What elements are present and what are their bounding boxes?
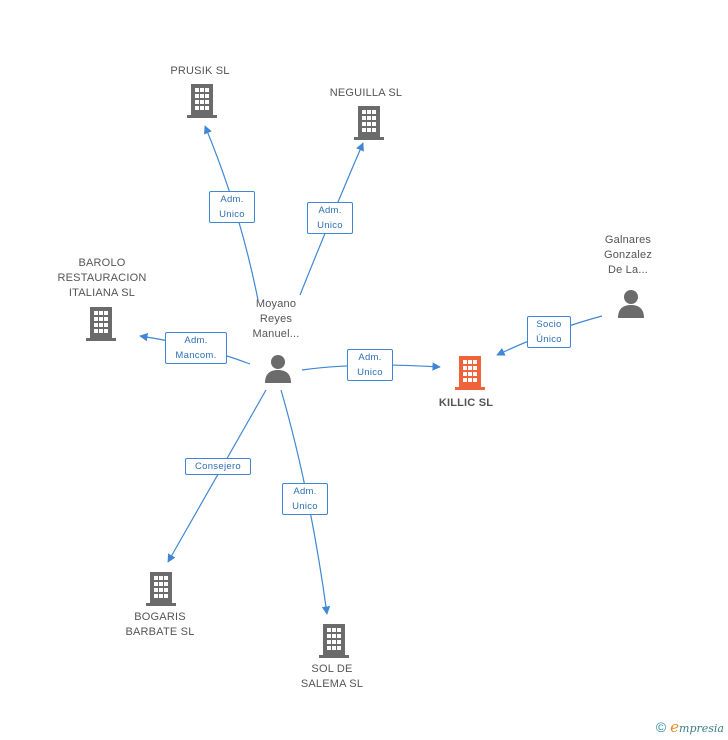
label-line: De La... — [607, 264, 649, 276]
node-label-sol[interactable]: SOL DE SALEMA SL — [282, 662, 382, 692]
building-icon-neguilla — [354, 106, 384, 140]
label-line: Adm. — [318, 205, 342, 216]
label-line: BOGARIS — [134, 611, 186, 623]
edge-label-moyano-bogaris: Consejero — [185, 458, 251, 475]
label-line: ITALIANA SL — [68, 287, 136, 299]
edge-label-moyano-killic: Adm. Unico — [347, 349, 393, 381]
building-icon-prusik — [187, 84, 217, 118]
label-line: Moyano — [255, 298, 297, 310]
label-line: Único — [536, 334, 562, 345]
label-line: Mancom. — [175, 350, 217, 361]
footer-brand[interactable]: © empresia — [656, 718, 724, 736]
building-icon-killic — [455, 356, 485, 390]
label-line: BARBATE SL — [125, 626, 195, 638]
empresia-logo: empresia — [670, 718, 724, 736]
edge-label-moyano-prusik: Adm. Unico — [209, 191, 255, 223]
label-line: Unico — [357, 367, 383, 378]
label-line: SOL DE — [311, 663, 353, 675]
edge-label-moyano-neguilla: Adm. Unico — [307, 202, 353, 234]
label-line: NEGUILLA SL — [329, 87, 403, 99]
label-line: Adm. — [293, 486, 317, 497]
label-line: Unico — [292, 501, 318, 512]
label-line: Adm. — [220, 194, 244, 205]
label-line: Galnares — [604, 234, 652, 246]
building-icon-bogaris — [146, 572, 176, 606]
label-line: KILLIC SL — [438, 397, 494, 409]
label-line: Adm. — [184, 335, 208, 346]
label-line: BAROLO — [78, 257, 126, 269]
edge-moyano-bogaris — [167, 389, 267, 563]
node-label-prusik[interactable]: PRUSIK SL — [150, 64, 250, 79]
building-icon-sol — [319, 624, 349, 658]
label-line: RESTAURACION — [57, 272, 147, 284]
label-line: Consejero — [194, 461, 241, 472]
label-line: Unico — [317, 220, 343, 231]
label-line: SALEMA SL — [300, 678, 364, 690]
label-line: Reyes — [259, 313, 293, 325]
label-line: Gonzalez — [603, 249, 653, 261]
label-line: Manuel... — [252, 328, 300, 340]
person-icon-moyano — [265, 355, 291, 383]
label-line: Adm. — [358, 352, 382, 363]
node-label-bogaris[interactable]: BOGARIS BARBATE SL — [110, 610, 210, 640]
label-line: PRUSIK SL — [170, 65, 230, 77]
node-label-killic[interactable]: KILLIC SL — [416, 396, 516, 411]
copyright-symbol: © — [655, 719, 667, 735]
node-label-barolo[interactable]: BAROLO RESTAURACION ITALIANA SL — [44, 256, 160, 301]
edge-label-moyano-sol: Adm. Unico — [282, 483, 328, 515]
person-icon-galnares — [618, 290, 644, 318]
label-line: Unico — [219, 209, 245, 220]
building-icon-barolo — [86, 307, 116, 341]
node-label-neguilla[interactable]: NEGUILLA SL — [316, 86, 416, 101]
edge-label-moyano-barolo: Adm. Mancom. — [165, 332, 227, 364]
label-line: Socio — [536, 319, 562, 330]
